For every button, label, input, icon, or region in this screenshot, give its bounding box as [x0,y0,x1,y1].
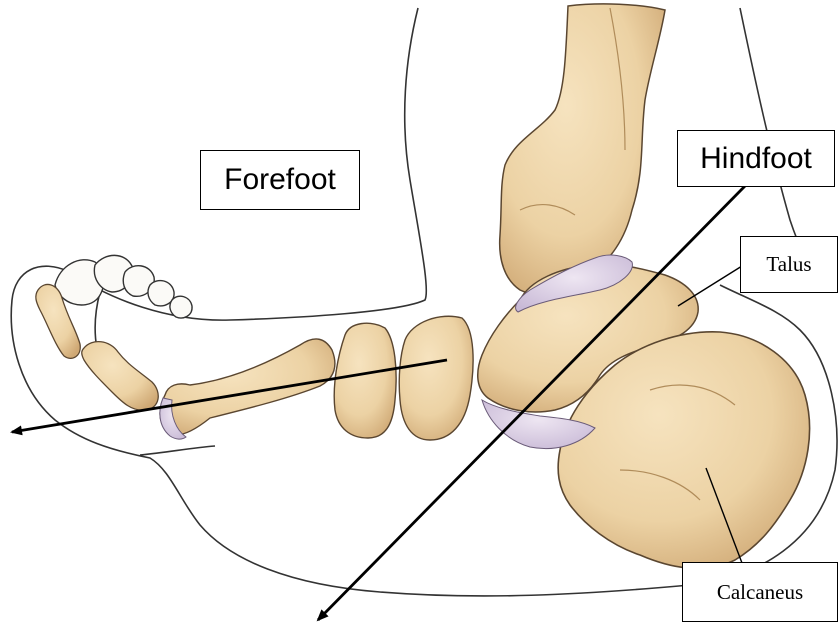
tibia [500,4,665,294]
toe-outlines [55,255,192,318]
forefoot-label: Forefoot [200,150,360,210]
hindfoot-label: Hindfoot [677,130,835,187]
talus-label: Talus [740,236,838,293]
first-metatarsal [160,339,335,439]
midfoot-bones [334,316,473,440]
navicular [399,316,473,440]
proximal-phalanx [82,342,159,411]
talus-leader-line [678,266,742,306]
medial-cuneiform [334,323,396,438]
calcaneus-label: Calcaneus [682,562,838,622]
